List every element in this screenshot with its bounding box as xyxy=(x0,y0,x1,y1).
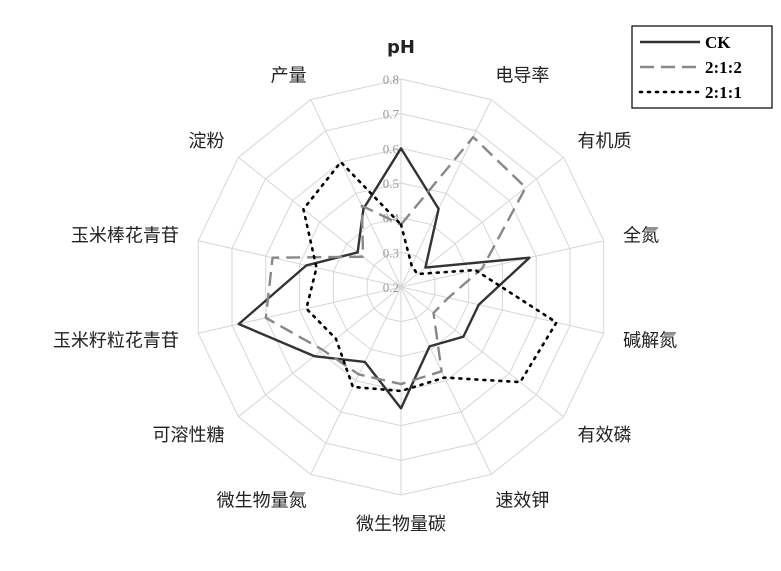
grid-spoke xyxy=(400,286,564,418)
radial-tick-labels: 0.2 0.3 0.4 0.5 0.6 0.7 0.8 xyxy=(383,72,400,295)
grid-spoke xyxy=(238,286,402,418)
tick-label: 0.6 xyxy=(383,141,400,156)
axis-label: 速效钾 xyxy=(495,491,549,512)
series-line-1 xyxy=(264,135,527,386)
axis-label: 产量 xyxy=(271,65,307,86)
axis-label: 有效磷 xyxy=(578,425,632,446)
grid-spoke xyxy=(198,240,402,288)
grid-spoke xyxy=(310,286,402,475)
tick-label: 0.8 xyxy=(383,72,399,87)
legend-label-1: 2:1:2 xyxy=(705,58,742,77)
radar-grid xyxy=(197,78,605,496)
legend-box xyxy=(631,25,773,109)
axis-label: 有机质 xyxy=(578,131,632,152)
tick-label: 0.3 xyxy=(383,245,399,260)
tick-label: 0.7 xyxy=(383,107,400,122)
axis-label: 淀粉 xyxy=(188,131,224,152)
grid-spoke xyxy=(400,99,492,288)
axis-label: 玉米籽粒花青苷 xyxy=(53,331,179,352)
grid-spoke xyxy=(400,156,564,288)
axis-label: pH xyxy=(387,37,415,58)
series-layer xyxy=(237,135,558,410)
tick-label: 0.2 xyxy=(383,280,399,295)
tick-label: 0.4 xyxy=(383,211,400,226)
grid-spoke xyxy=(400,286,492,475)
axis-label: 电导率 xyxy=(495,65,549,86)
grid-spoke xyxy=(310,99,402,288)
axis-label: 微生物量碳 xyxy=(356,514,446,535)
grid-spoke xyxy=(198,286,402,334)
axis-label: 可溶性糖 xyxy=(152,425,224,446)
axis-label: 玉米棒花青苷 xyxy=(71,225,179,246)
series-line-2 xyxy=(302,160,558,393)
axis-label: 微生物量氮 xyxy=(217,491,307,512)
axis-label: 碱解氮 xyxy=(623,331,677,352)
legend-label-0: CK xyxy=(705,33,731,52)
grid-spoke xyxy=(238,156,402,288)
legend-label-2: 2:1:1 xyxy=(705,83,742,102)
grid-spoke xyxy=(400,240,604,288)
tick-label: 0.5 xyxy=(383,176,399,191)
axis-label: 全氮 xyxy=(623,225,659,246)
legend: CK 2:1:2 2:1:1 xyxy=(631,25,773,109)
grid-spoke xyxy=(400,286,604,334)
